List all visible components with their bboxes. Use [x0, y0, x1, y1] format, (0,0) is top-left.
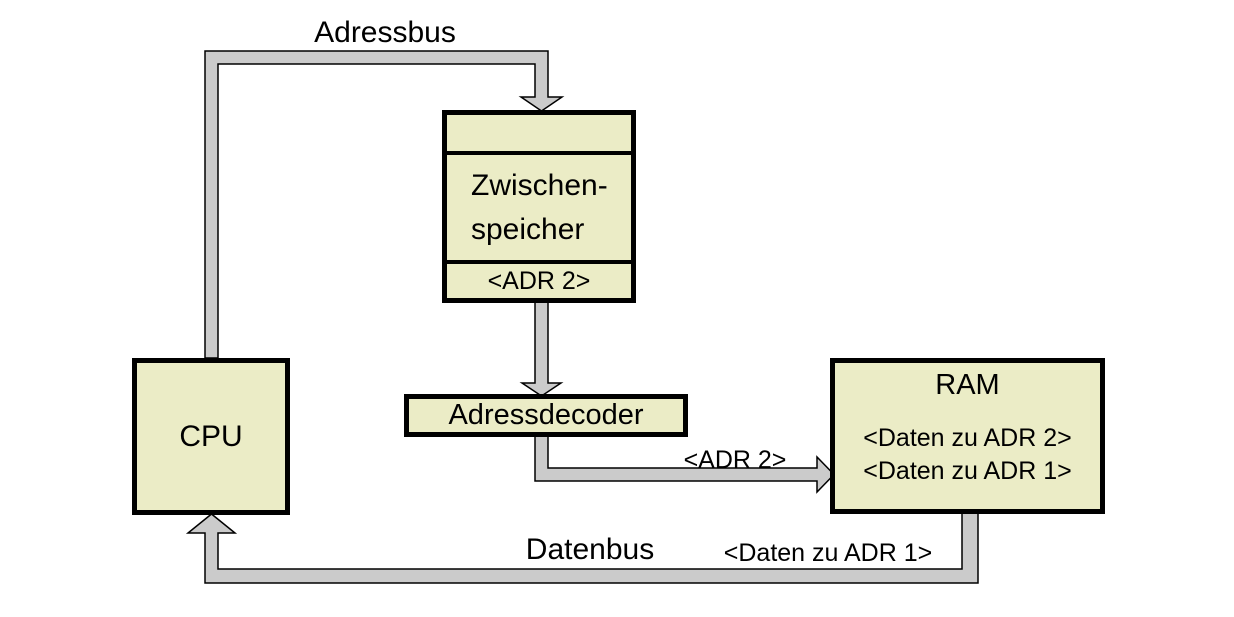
zwischenspeicher-label: Zwischen- speicher: [447, 155, 631, 260]
bus-label-adr2: <ADR 2>: [683, 446, 787, 474]
zwischenspeicher-top-compartment: [447, 115, 631, 155]
cpu-box: CPU: [132, 358, 290, 515]
ram-entries: <Daten zu ADR 2> <Daten zu ADR 1>: [835, 422, 1100, 488]
zwischenspeicher-label-line2: speicher: [471, 212, 585, 246]
ram-data-line: <Daten zu ADR 2>: [863, 424, 1072, 452]
zwischenspeicher-box: Zwischen- speicher <ADR 2>: [442, 110, 636, 303]
adressbus-label: Adressbus: [314, 16, 456, 49]
cpu-label: CPU: [179, 419, 243, 453]
zwischenspeicher-adr-compartment: <ADR 2>: [447, 260, 631, 298]
adressdecoder-label: Adressdecoder: [448, 399, 644, 431]
zwischenspeicher-label-line1: Zwischen-: [471, 168, 608, 202]
datenbus-label: Datenbus: [525, 533, 655, 566]
ram-label: RAM: [935, 369, 1000, 401]
decoder-to-ram-bus: [534, 435, 836, 494]
zwischenspeicher-adr-label: <ADR 2>: [487, 266, 591, 295]
adressdecoder-box: Adressdecoder: [404, 394, 688, 437]
bus-label-daten-zu-adr1: <Daten zu ADR 1>: [723, 539, 933, 567]
adressbus-line: [204, 50, 565, 359]
ram-box: RAM <Daten zu ADR 2> <Daten zu ADR 1>: [830, 358, 1105, 514]
cache-to-decoder-bus: [519, 301, 564, 397]
ram-data-line: <Daten zu ADR 1>: [863, 457, 1072, 485]
